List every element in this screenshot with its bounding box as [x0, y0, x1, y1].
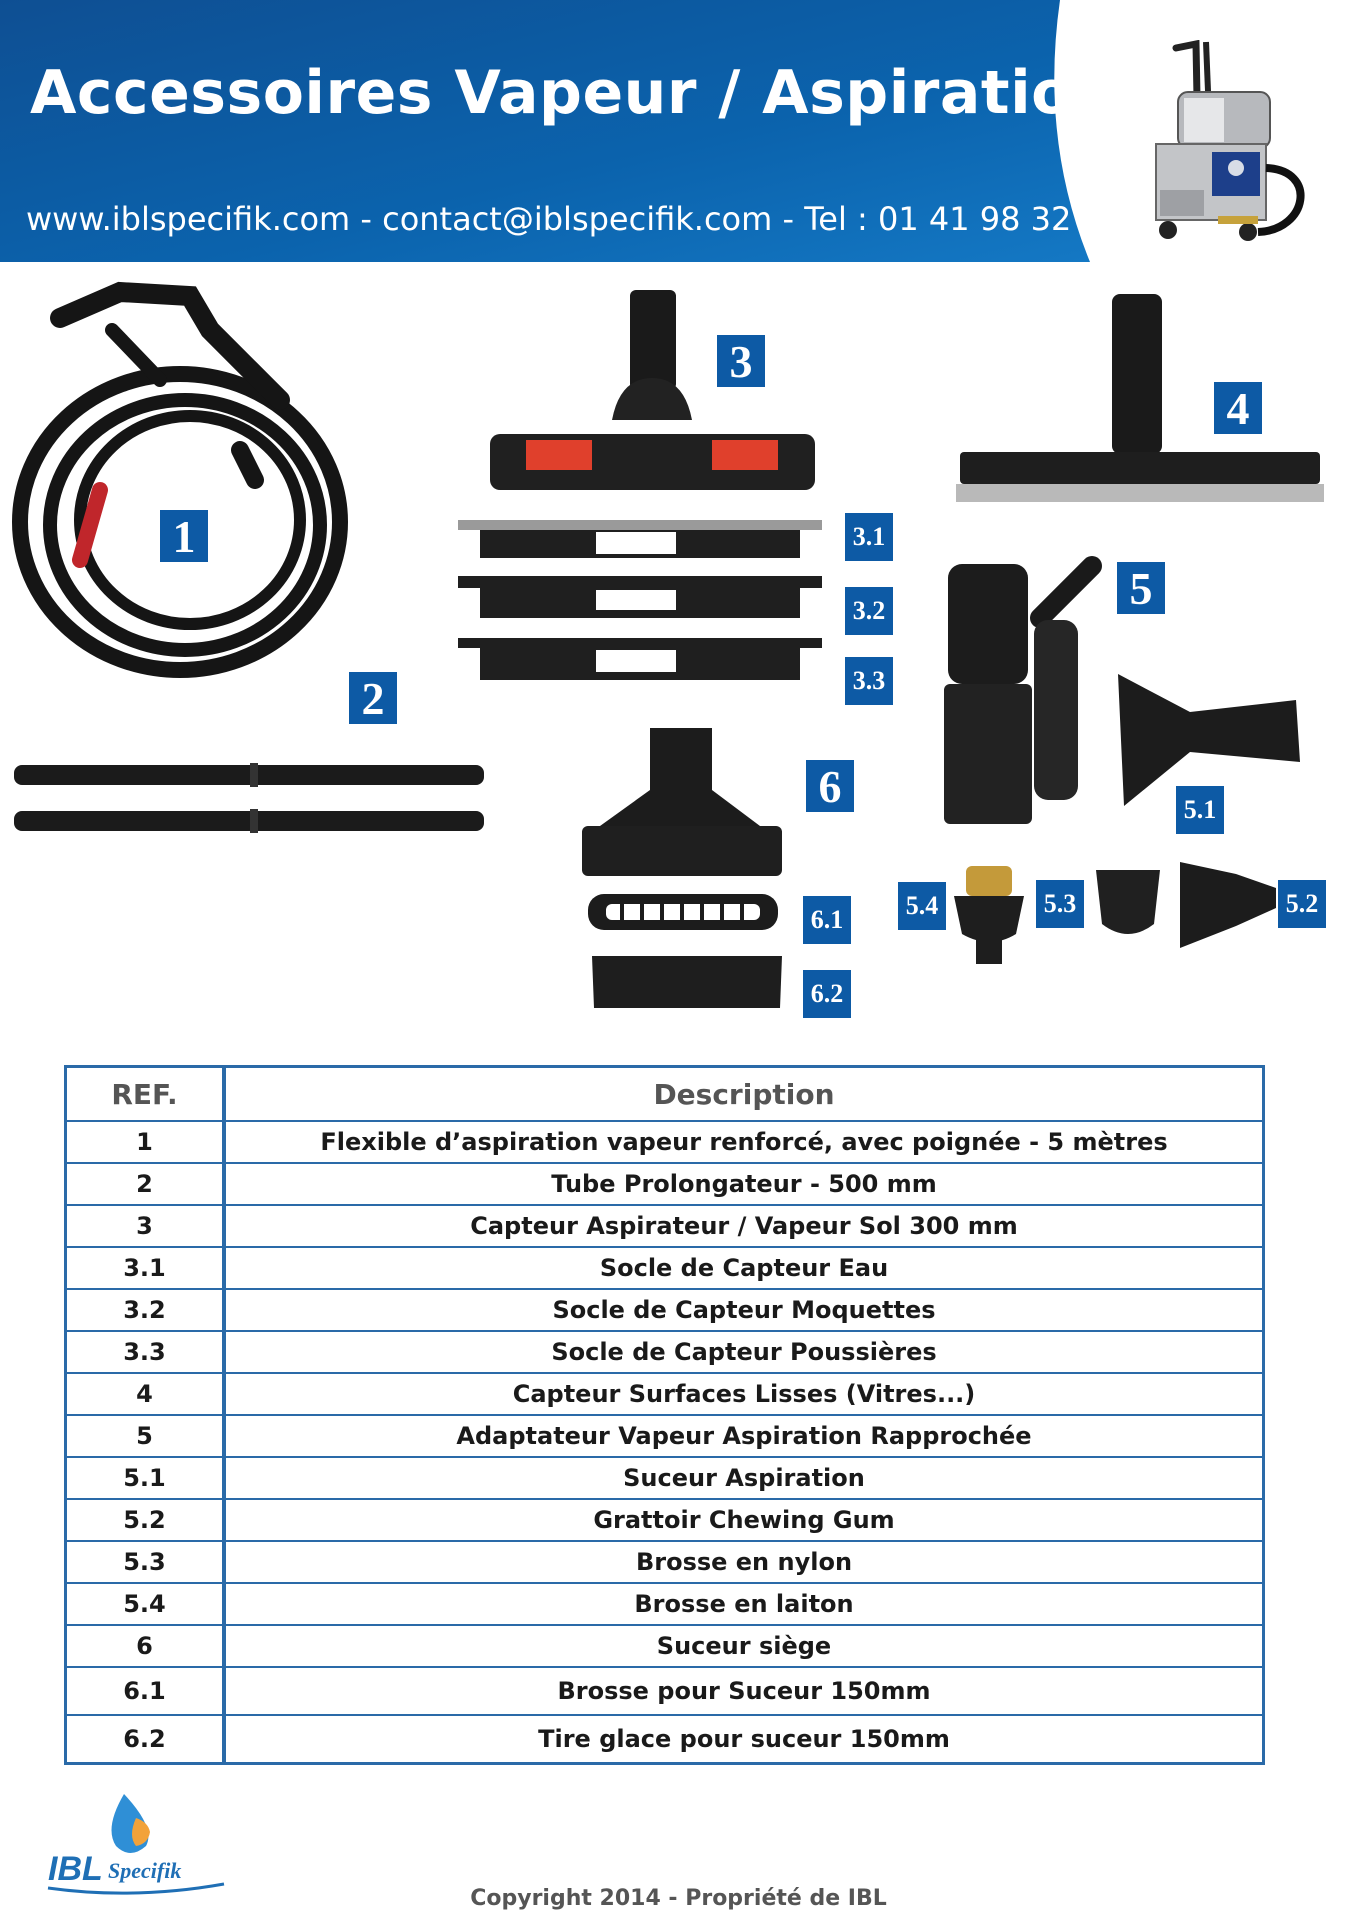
ref-cell: 2: [64, 1162, 226, 1206]
hose-image: [12, 281, 348, 678]
description-cell: Brosse en nylon: [223, 1540, 1265, 1584]
copyright-text: Copyright 2014 - Propriété de IBL: [470, 1886, 887, 1911]
ref-cell: 5.1: [64, 1456, 226, 1500]
chewing-gum-scraper-image: [1180, 862, 1276, 948]
ref-cell: 3.1: [64, 1246, 226, 1290]
ref-cell: 5.2: [64, 1498, 226, 1542]
description-cell: Brosse pour Suceur 150mm: [223, 1666, 1265, 1716]
description-cell: Socle de Capteur Eau: [223, 1246, 1265, 1290]
ref-column-header: REF.: [64, 1065, 226, 1122]
ref-cell: 6: [64, 1624, 226, 1668]
description-cell: Tire glace pour suceur 150mm: [223, 1714, 1265, 1765]
floor-nozzle-image: [490, 290, 815, 490]
badge-3-2: 3.2: [845, 587, 893, 635]
ref-cell: 3: [64, 1204, 226, 1248]
description-cell: Suceur Aspiration: [223, 1456, 1265, 1500]
description-cell: Capteur Aspirateur / Vapeur Sol 300 mm: [223, 1204, 1265, 1248]
badge-5: 5: [1117, 562, 1165, 614]
accessories-illustration: [12, 281, 1324, 1008]
badge-3-3: 3.3: [845, 657, 893, 705]
ref-cell: 1: [64, 1120, 226, 1164]
table-header-row: REF. Description: [64, 1065, 1265, 1122]
ref-cell: 6.2: [64, 1714, 226, 1765]
window-squeegee-image: [956, 294, 1324, 502]
description-cell: Adaptateur Vapeur Aspiration Rapprochée: [223, 1414, 1265, 1458]
extension-tubes-image: [14, 763, 484, 833]
description-cell: Brosse en laiton: [223, 1582, 1265, 1626]
ref-cell: 5.3: [64, 1540, 226, 1584]
badge-6-2: 6.2: [803, 970, 851, 1018]
badge-1: 1: [160, 510, 208, 562]
description-cell: Flexible d’aspiration vapeur renforcé, a…: [223, 1120, 1265, 1164]
description-cell: Tube Prolongateur - 500 mm: [223, 1162, 1265, 1206]
ref-cell: 5.4: [64, 1582, 226, 1626]
badge-2: 2: [349, 672, 397, 724]
description-cell: Suceur siège: [223, 1624, 1265, 1668]
ref-cell: 4: [64, 1372, 226, 1416]
seat-nozzle-brush-image: [588, 894, 778, 930]
badge-4: 4: [1214, 382, 1262, 434]
contact-line: www.iblspecifik.com - contact@iblspecifi…: [26, 200, 1123, 238]
badge-3-1: 3.1: [845, 513, 893, 561]
page-title: Accessoires Vapeur / Aspiration: [30, 58, 1117, 128]
seat-nozzle-image: [582, 728, 782, 876]
suction-nozzle-image: [1118, 674, 1300, 806]
badge-6: 6: [806, 760, 854, 812]
badge-6-1: 6.1: [803, 896, 851, 944]
ibl-specifik-logo: IBL Specifik: [47, 1794, 225, 1895]
description-cell: Capteur Surfaces Lisses (Vitres...): [223, 1372, 1265, 1416]
nozzle-bases-image: [458, 520, 822, 680]
badge-5-2: 5.2: [1278, 880, 1326, 928]
brass-brush-image: [954, 866, 1024, 964]
badge-5-1: 5.1: [1176, 786, 1224, 834]
description-cell: Grattoir Chewing Gum: [223, 1498, 1265, 1542]
steam-vacuum-machine-image: [1155, 40, 1305, 241]
ref-cell: 6.1: [64, 1666, 226, 1716]
svg-text:IBL: IBL: [48, 1850, 103, 1888]
svg-text:Specifik: Specifik: [108, 1858, 181, 1883]
steam-adaptor-image: [944, 556, 1102, 824]
badge-3: 3: [717, 335, 765, 387]
nylon-brush-image: [1096, 870, 1160, 934]
description-cell: Socle de Capteur Poussières: [223, 1330, 1265, 1374]
header-banner: [0, 0, 1090, 262]
description-column-header: Description: [223, 1065, 1265, 1122]
badge-5-3: 5.3: [1036, 880, 1084, 928]
description-cell: Socle de Capteur Moquettes: [223, 1288, 1265, 1332]
seat-nozzle-squeegee-image: [592, 956, 782, 1008]
ref-cell: 5: [64, 1414, 226, 1458]
ref-cell: 3.3: [64, 1330, 226, 1374]
ref-cell: 3.2: [64, 1288, 226, 1332]
badge-5-4: 5.4: [898, 882, 946, 930]
